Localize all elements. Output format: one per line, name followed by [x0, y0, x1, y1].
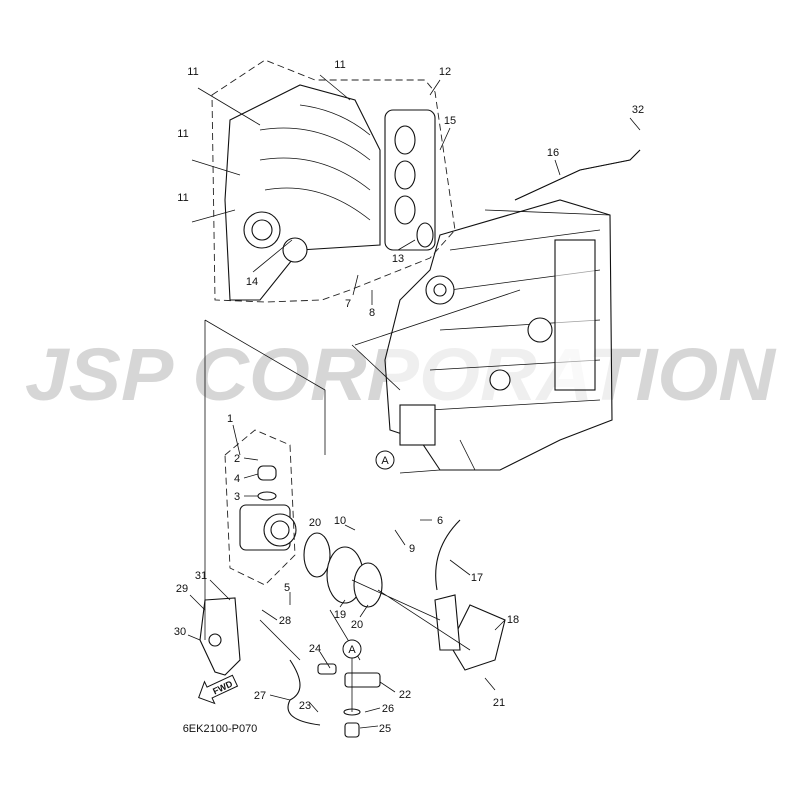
sensor-22 [344, 672, 381, 688]
callout: 21 [493, 697, 505, 709]
ring-20 [303, 532, 331, 578]
callout: 4 [234, 473, 240, 485]
callout: 2 [234, 453, 240, 465]
callout: 22 [399, 689, 411, 701]
throttle-body [239, 465, 297, 551]
callout: 25 [379, 723, 391, 735]
callout-labels: 11 11 12 15 32 16 11 11 14 13 7 8 1 2 4 … [174, 59, 644, 735]
group-outline-throttle [224, 429, 296, 586]
fwd-arrow-icon: FWD [198, 674, 239, 705]
callout: 13 [392, 253, 404, 265]
callout: 8 [369, 307, 375, 319]
callout: 3 [234, 491, 240, 503]
callout: 1 [227, 413, 233, 425]
callout: 11 [187, 66, 198, 78]
callout: 19 [334, 609, 346, 621]
diagram-code: 6EK2100-P070 [183, 723, 258, 735]
callout: 31 [195, 570, 207, 582]
reference-marker-a: A [375, 450, 395, 470]
callout: 24 [309, 643, 321, 655]
callout: 16 [547, 147, 559, 159]
callout: 30 [174, 626, 186, 638]
callout: 9 [409, 543, 415, 555]
group-outline-manifold [211, 59, 456, 303]
callout: 29 [176, 583, 188, 595]
callout: 17 [471, 572, 483, 584]
leader-lines [187, 74, 641, 729]
callout: 11 [177, 128, 188, 140]
callout: 32 [632, 104, 644, 116]
svg-text:A: A [381, 455, 389, 467]
callout: 28 [279, 615, 291, 627]
callout: 11 [334, 59, 345, 71]
callout: 11 [177, 192, 188, 204]
callout: 27 [254, 690, 266, 702]
svg-text:A: A [348, 644, 356, 656]
callout: 12 [439, 66, 451, 78]
intake-manifold [224, 84, 436, 301]
callout: 20 [309, 517, 321, 529]
callout: 14 [246, 276, 258, 288]
callout: 5 [284, 582, 290, 594]
callout: 15 [444, 115, 456, 127]
callout: 23 [299, 700, 311, 712]
callout: 20 [351, 619, 363, 631]
callout: 7 [345, 298, 351, 310]
ring-20b [353, 562, 383, 608]
callout: 26 [382, 703, 394, 715]
reference-marker-a-2: A [342, 639, 362, 659]
callout: 18 [507, 614, 519, 626]
callout: 6 [437, 515, 443, 527]
hose-16 [514, 149, 641, 201]
callout: 10 [334, 515, 346, 527]
